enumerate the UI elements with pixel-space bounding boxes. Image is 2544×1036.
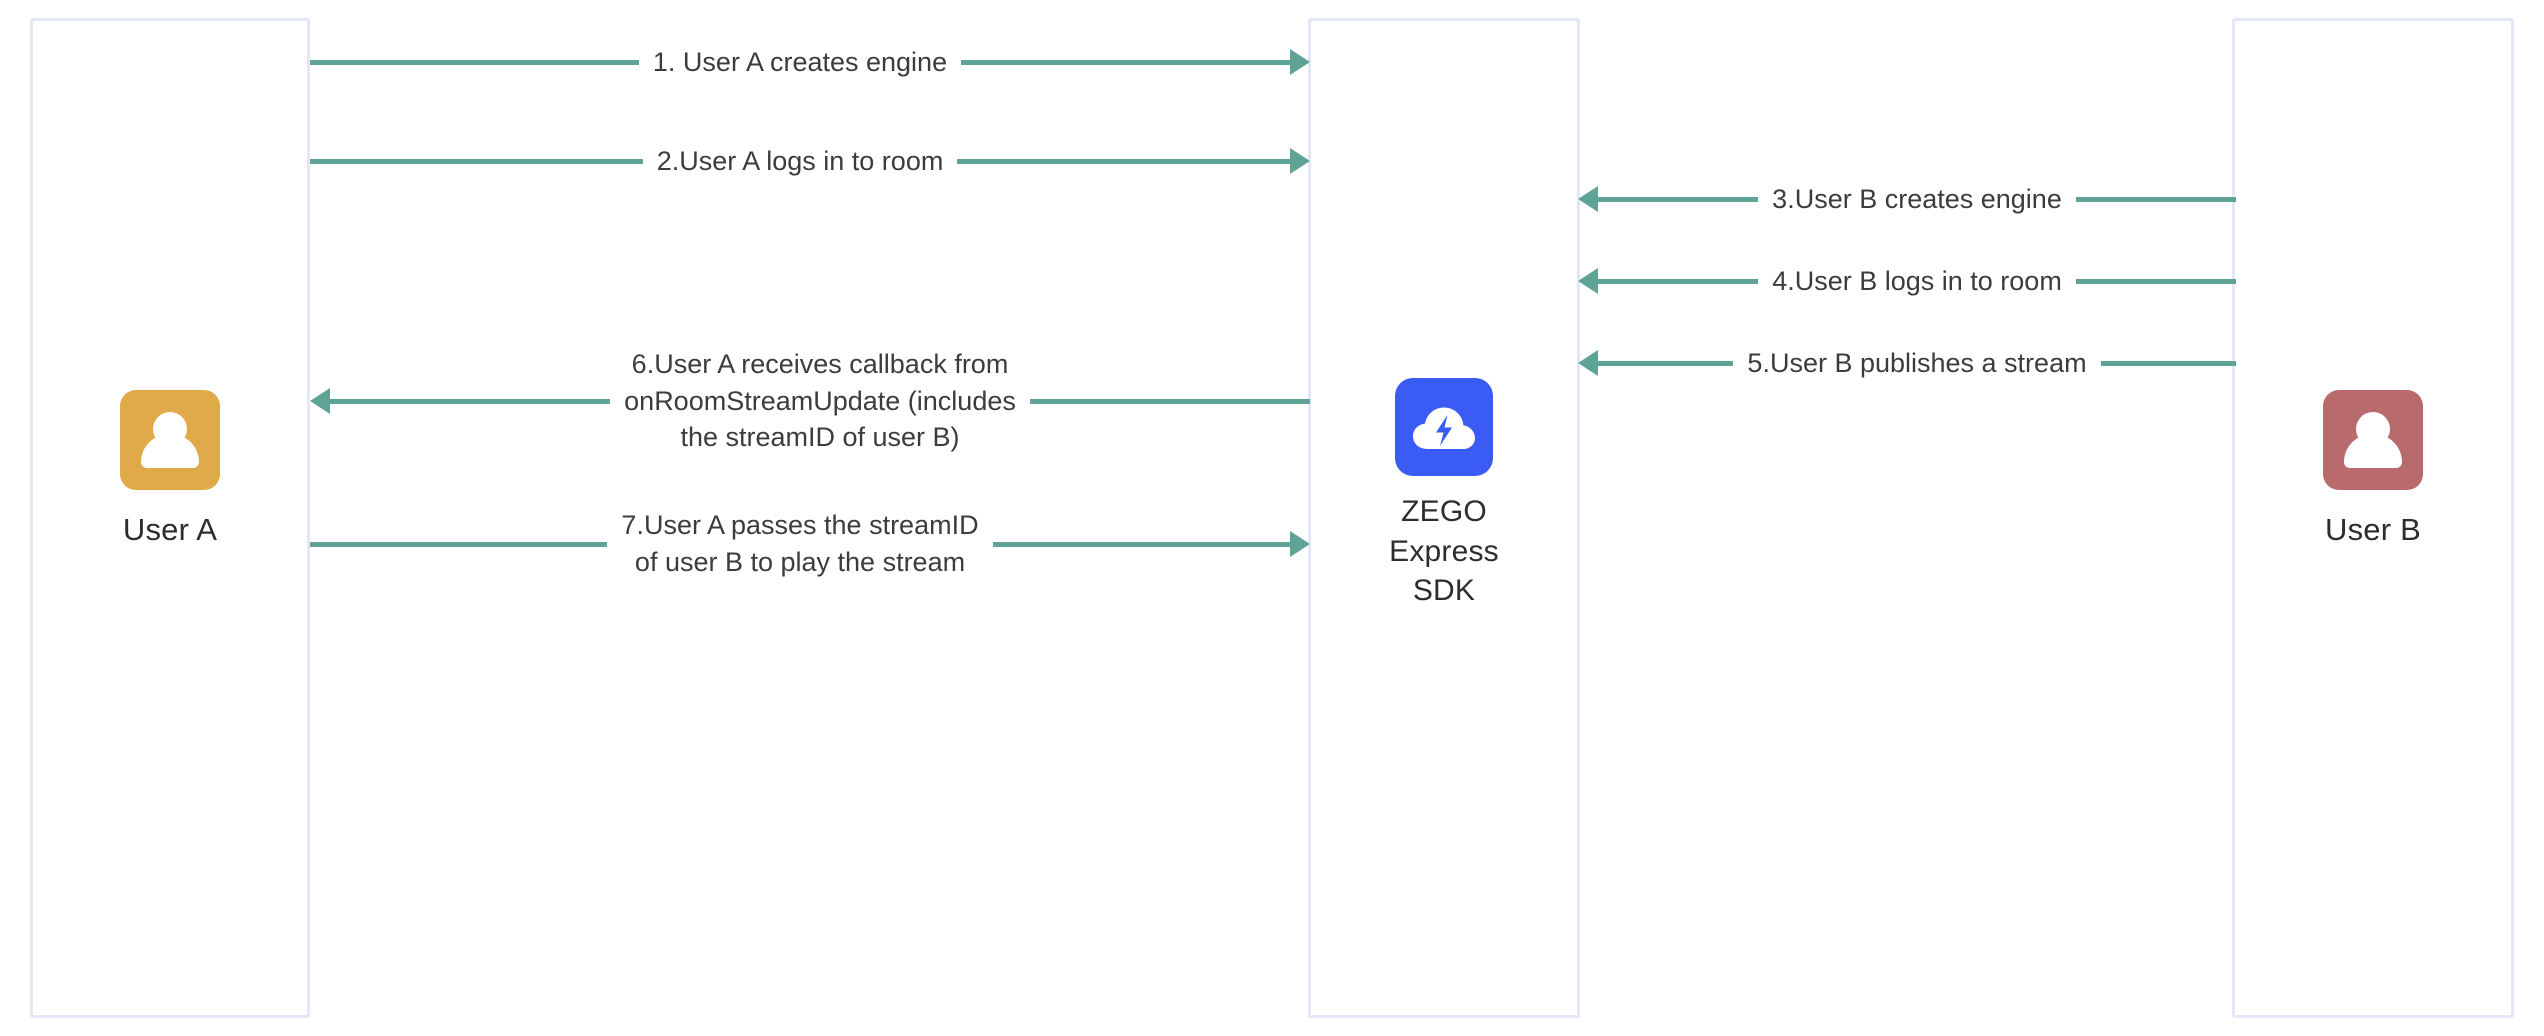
arrowhead-left-icon	[1578, 350, 1598, 377]
message-6: 6.User A receives callback from onRoomSt…	[310, 330, 1311, 472]
arrow-line	[1029, 398, 1311, 404]
message-7-label: 7.User A passes the streamID of user B t…	[621, 510, 979, 577]
arrow-line	[2075, 196, 2237, 202]
arrowhead-right-icon	[1290, 148, 1311, 175]
arrowhead-right-icon	[1290, 49, 1310, 76]
user-a-avatar	[120, 390, 220, 490]
message-2: 2.User A logs in to room	[310, 143, 1311, 180]
arrowhead-right-icon	[1290, 531, 1311, 557]
person-icon-body	[2344, 434, 2402, 468]
message-3-label: 3.User B creates engine	[1772, 184, 2062, 214]
arrowhead-left-icon	[310, 388, 330, 414]
lifeline-zego-sdk	[1308, 18, 1580, 1018]
lifeline-user-b	[2232, 18, 2514, 1018]
message-1: 1. User A creates engine	[310, 44, 1310, 81]
arrow-line	[310, 59, 639, 65]
message-2-label: 2.User A logs in to room	[656, 146, 944, 176]
message-4-label: 4.User B logs in to room	[1772, 266, 2062, 296]
user-b-avatar	[2323, 390, 2423, 490]
message-5-label: 5.User B publishes a stream	[1747, 348, 2087, 378]
arrow-line	[330, 398, 611, 404]
arrow-line	[2100, 360, 2236, 366]
arrow-line	[310, 158, 643, 164]
arrow-line	[310, 541, 608, 547]
message-4: 4.User B logs in to room	[1578, 263, 2236, 300]
lifeline-user-a	[30, 18, 310, 1018]
message-3: 3.User B creates engine	[1578, 181, 2237, 218]
message-1-label: 1. User A creates engine	[652, 47, 948, 77]
actor-zego-sdk: ZEGO Express SDK	[1308, 378, 1580, 611]
user-b-label: User B	[2325, 512, 2421, 547]
arrowhead-left-icon	[1578, 186, 1598, 213]
message-5: 5.User B publishes a stream	[1578, 345, 2236, 382]
actor-user-b: User B	[2232, 390, 2514, 551]
person-icon-body	[141, 434, 199, 468]
actor-user-a: User A	[30, 390, 310, 551]
arrow-line	[1598, 278, 1759, 284]
arrowhead-left-icon	[1578, 268, 1598, 295]
arrow-line	[957, 158, 1291, 164]
arrow-line	[992, 541, 1291, 547]
zego-logo	[1395, 378, 1493, 476]
zego-sdk-label: ZEGO Express SDK	[1389, 495, 1499, 608]
cloud-lightning-icon	[1413, 407, 1475, 449]
arrow-line	[1598, 196, 1759, 202]
user-a-label: User A	[122, 512, 218, 547]
arrow-line	[961, 59, 1290, 65]
arrow-line	[1598, 360, 1734, 366]
arrow-line	[2075, 278, 2236, 284]
message-7: 7.User A passes the streamID of user B t…	[310, 483, 1311, 605]
message-6-label: 6.User A receives callback from onRoomSt…	[624, 348, 1016, 453]
